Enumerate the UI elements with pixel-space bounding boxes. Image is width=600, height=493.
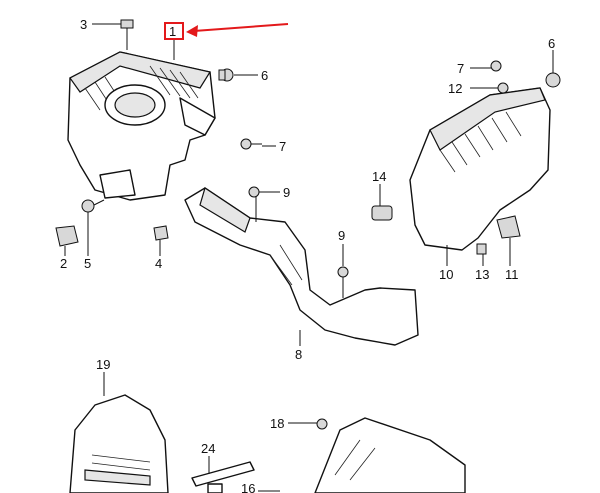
part-24-strip [191, 461, 255, 493]
bolt-3 [120, 19, 134, 50]
part-19-round-cover [69, 394, 169, 493]
callout-6-right: 6 [548, 36, 555, 51]
screw-7-left [240, 138, 262, 150]
screw-7-right [490, 60, 502, 72]
screw-9-upper [248, 186, 260, 222]
arrow-head-icon [186, 25, 198, 37]
callout-5: 5 [84, 256, 91, 271]
callout-9-lower: 9 [338, 228, 345, 243]
callout-1: 1 [169, 24, 176, 39]
callout-11: 11 [505, 267, 519, 282]
callout-16: 16 [241, 481, 255, 493]
screw-12 [497, 82, 509, 94]
callout-4: 4 [155, 256, 162, 271]
red-arrow-icon [193, 23, 289, 32]
plug-14 [371, 205, 393, 221]
callout-18: 18 [270, 416, 284, 431]
callout-8: 8 [295, 347, 302, 362]
callout-19: 19 [96, 357, 110, 372]
highlight-box [164, 22, 184, 40]
callout-10: 10 [439, 267, 453, 282]
nut-4 [153, 225, 169, 241]
callout-13: 13 [475, 267, 489, 282]
plug-18 [316, 418, 328, 430]
callout-3: 3 [80, 17, 87, 32]
clip-13 [476, 243, 487, 255]
clip-11 [496, 215, 521, 239]
plug-6-left [218, 68, 234, 82]
clip-2 [55, 225, 79, 247]
callout-labels: 1 3 6 7 2 5 4 9 9 8 7 12 6 14 10 13 11 1… [60, 17, 555, 493]
callout-6-left: 6 [261, 68, 268, 83]
callout-7-right: 7 [457, 61, 464, 76]
highlight-annotation [164, 22, 289, 40]
plug-6-right [545, 72, 561, 88]
screw-9-lower [337, 266, 349, 298]
callout-2: 2 [60, 256, 67, 271]
part-8-duct [184, 187, 419, 346]
bolt-5 [81, 199, 105, 213]
callout-7-left: 7 [279, 139, 286, 154]
callout-24: 24 [201, 441, 215, 456]
callout-14: 14 [372, 169, 386, 184]
leader-lines [64, 23, 554, 492]
part-1-housing [67, 51, 216, 201]
callout-12: 12 [448, 81, 462, 96]
callout-9-upper: 9 [283, 185, 290, 200]
lower-bracket [314, 417, 466, 493]
part-10-side-panel [409, 87, 551, 251]
